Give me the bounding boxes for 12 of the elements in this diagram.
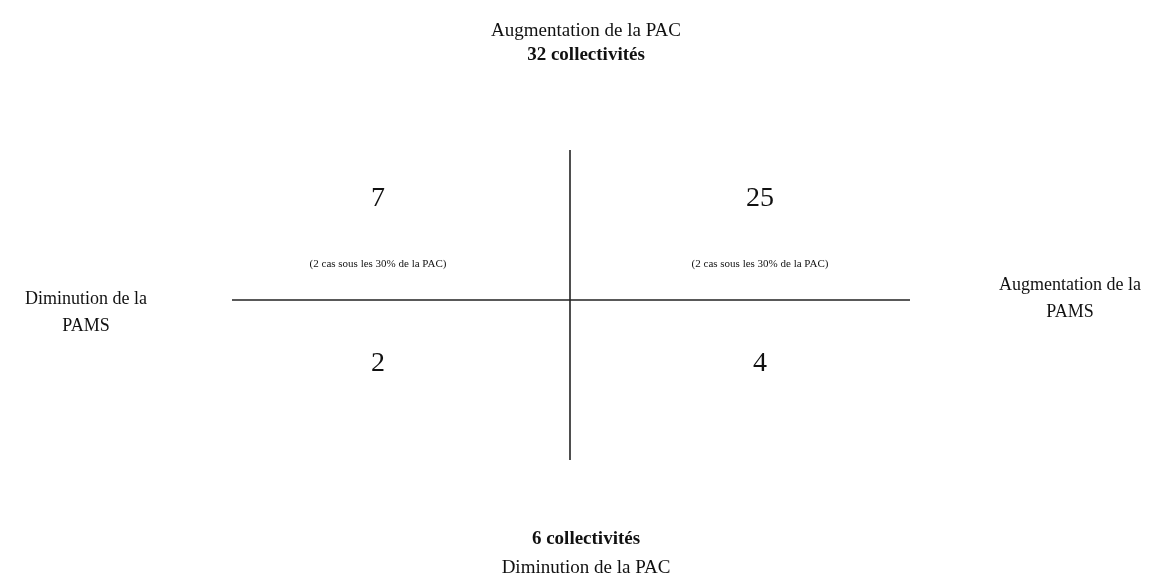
quadrant-count: 25: [746, 180, 774, 214]
quadrant-note: (2 cas sous les 30% de la PAC): [691, 255, 829, 271]
quadrant-count: 2: [371, 345, 385, 379]
quadrant-count: 4: [753, 345, 767, 379]
axis-label: Augmentation de la PAMS: [998, 273, 1142, 323]
axis-label: Diminution de la PAMS: [24, 287, 148, 337]
axis-label: 32 collectivités: [527, 41, 645, 66]
quadrant-note: (2 cas sous les 30% de la PAC): [309, 255, 447, 271]
axis-label: Augmentation de la PAC: [491, 17, 681, 42]
quadrant-count: 7: [371, 180, 385, 214]
axis-label: Diminution de la PAC: [501, 554, 671, 579]
axis-label: 6 collectivités: [531, 525, 641, 550]
